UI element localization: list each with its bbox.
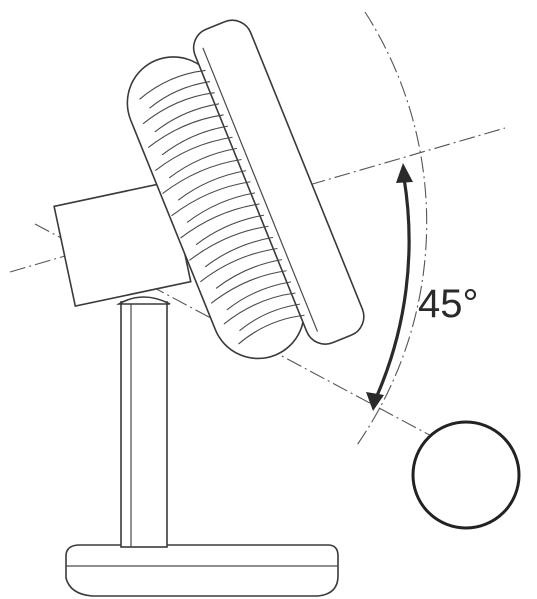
angle-arrow: 45° <box>366 163 479 411</box>
angle-label: 45° <box>418 282 479 326</box>
fan-base <box>65 544 339 597</box>
adjustment-knob <box>411 420 521 530</box>
arrowhead-bottom <box>366 392 384 411</box>
grille-ribs <box>139 69 305 345</box>
fan-head <box>126 19 365 360</box>
arrowhead-top <box>396 163 413 183</box>
tilt-arc-line <box>356 11 428 446</box>
stand-column <box>116 296 171 548</box>
